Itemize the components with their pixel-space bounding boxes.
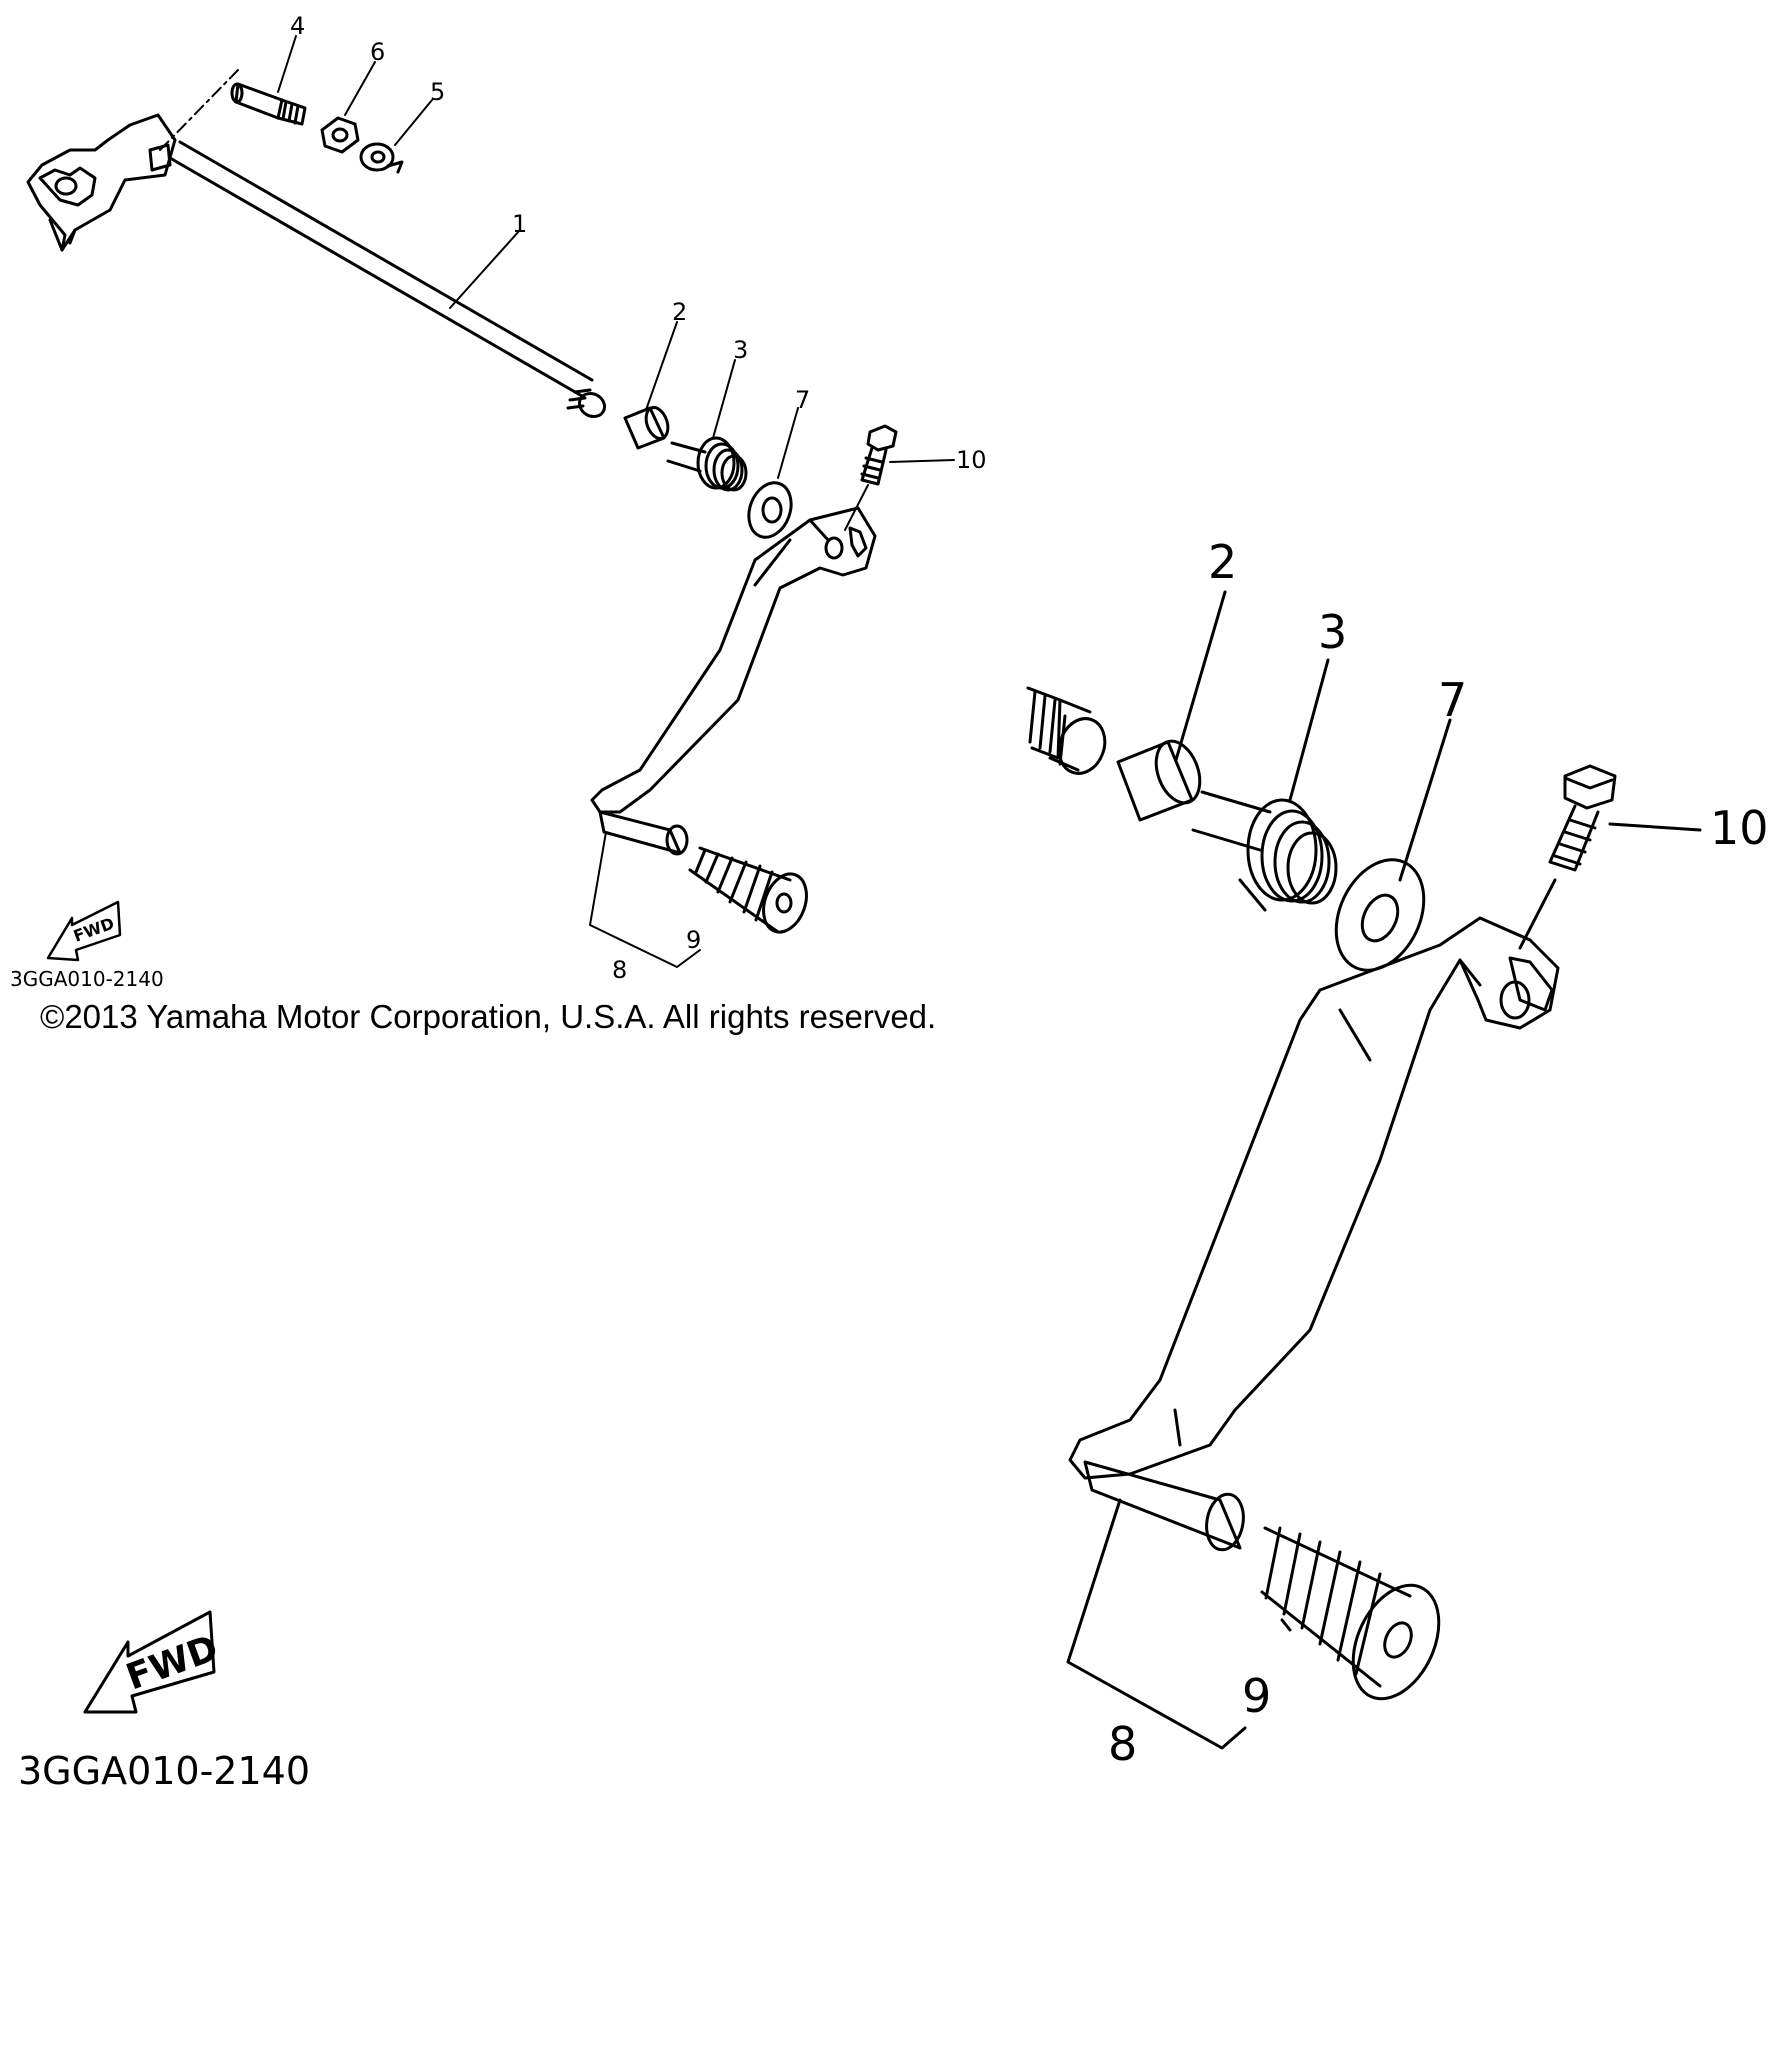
rubber-part-9 [688, 846, 808, 934]
pin-part-4 [230, 82, 307, 126]
rubber-part-9-large [1260, 1526, 1441, 1701]
label-5-small: 5 [430, 78, 445, 106]
shift-pedal-lever-large [1068, 916, 1560, 1480]
label-9-small: 9 [686, 926, 701, 954]
large-leader-lines [1066, 590, 1702, 1750]
part-code-large: 3GGA010-2140 [18, 1749, 310, 1793]
fwd-label-small: FWD [71, 914, 117, 946]
spring-part-3-large [1191, 790, 1338, 912]
label-10-small: 10 [956, 446, 987, 474]
washer-part-5 [359, 142, 404, 174]
label-8-large: 8 [1108, 1717, 1137, 1771]
fwd-label-large: FWD [121, 1628, 224, 1699]
shift-arm-assembly [26, 113, 177, 252]
label-2-large: 2 [1208, 535, 1237, 589]
label-3-small: 3 [733, 336, 748, 364]
label-2-small: 2 [672, 298, 687, 326]
label-9-large: 9 [1242, 1669, 1271, 1723]
copyright-notice: ©2013 Yamaha Motor Corporation, U.S.A. A… [40, 998, 937, 1035]
small-labels: 4 6 5 1 2 3 7 10 9 8 FWD 3GGA010-2140 [10, 12, 987, 991]
label-4-small: 4 [290, 12, 305, 40]
large-detail-view [83, 590, 1702, 1750]
label-6-small: 6 [370, 38, 385, 66]
shaft-end [1026, 686, 1107, 775]
label-1-small: 1 [512, 210, 527, 238]
label-7-large: 7 [1438, 673, 1467, 727]
bolt-part-10-large [1548, 764, 1617, 872]
spring-part-3 [666, 436, 748, 492]
bolt-part-10 [860, 424, 898, 486]
fwd-arrow-large-icon [83, 1610, 216, 1714]
label-7-small: 7 [795, 386, 810, 414]
label-10-large: 10 [1710, 801, 1769, 855]
shift-shaft [168, 140, 607, 419]
fwd-arrow-small-icon [46, 900, 122, 962]
peg-part-8 [598, 810, 689, 856]
small-exploded-view [26, 35, 955, 968]
collar-part-2-large [1116, 739, 1202, 822]
nut-part-6 [320, 116, 360, 154]
small-leader-lines [277, 35, 955, 968]
collar-part-2 [623, 406, 670, 450]
large-labels: 2 3 7 10 9 8 FWD 3GGA010-2140 [18, 535, 1769, 1793]
part-code-small: 3GGA010-2140 [10, 967, 164, 991]
label-8-small: 8 [612, 956, 627, 984]
label-3-large: 3 [1318, 605, 1347, 659]
shift-pedal-lever [590, 506, 877, 814]
peg-part-8-large [1083, 1460, 1245, 1552]
washer-part-7 [747, 481, 793, 539]
